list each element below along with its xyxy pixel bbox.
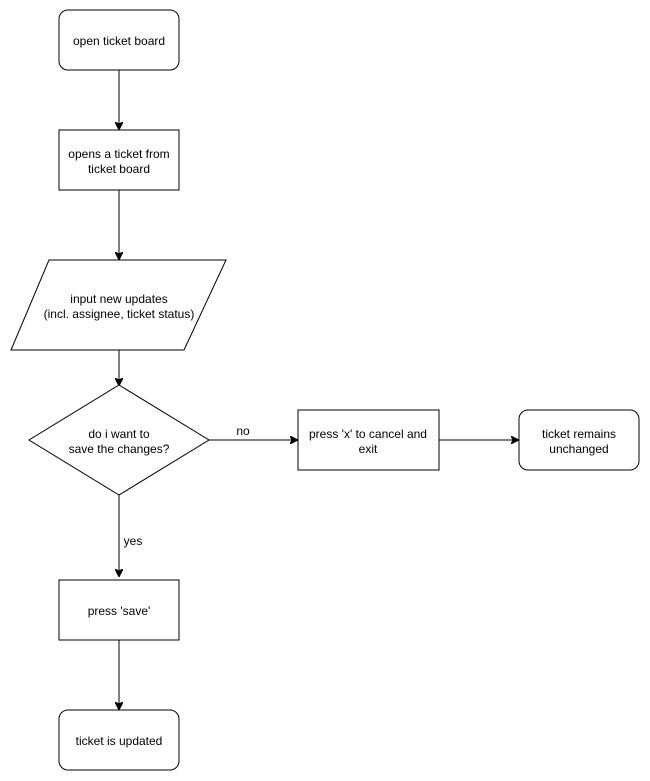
node-ticket-updated-label: ticket is updated xyxy=(76,734,163,748)
node-press-save-shape xyxy=(58,579,180,641)
node-press-save: press 'save' xyxy=(58,579,180,641)
node-ticket-unchanged-label-line2: unchanged xyxy=(549,442,608,456)
node-press-save-label: press 'save' xyxy=(88,604,151,618)
node-input-updates-label-line2: (incl. assignee, ticket status) xyxy=(44,307,195,321)
node-open-ticket-label-line2: ticket board xyxy=(88,162,150,176)
node-ticket-updated: ticket is updated xyxy=(58,709,180,771)
node-press-x-label-line2: exit xyxy=(359,442,378,456)
node-decision-save-shape xyxy=(28,384,210,496)
node-input-updates-label-line1: input new updates xyxy=(70,292,167,306)
node-open-ticket: opens a ticket from ticket board xyxy=(58,129,180,191)
node-decision-save-label-line2: save the changes? xyxy=(69,442,170,456)
node-open-ticket-board-shape xyxy=(58,9,180,71)
node-press-x-label-line1: press 'x' to cancel and xyxy=(309,427,427,441)
node-press-x-shape xyxy=(297,409,440,471)
node-decision-save-label-line1: do i want to xyxy=(88,427,150,441)
node-input-updates: input new updates (incl. assignee, ticke… xyxy=(10,259,227,351)
node-ticket-updated-shape xyxy=(58,709,180,771)
node-ticket-unchanged-shape xyxy=(518,409,640,471)
node-press-x: press 'x' to cancel and exit xyxy=(297,409,440,471)
node-input-updates-shape xyxy=(10,259,227,351)
edge-label-yes: yes xyxy=(124,534,143,548)
node-ticket-unchanged: ticket remains unchanged xyxy=(518,409,640,471)
edges: no yes xyxy=(119,70,518,709)
edge-label-no: no xyxy=(236,424,250,438)
node-ticket-unchanged-label-line1: ticket remains xyxy=(542,427,616,441)
node-open-ticket-board: open ticket board xyxy=(58,9,180,71)
node-open-ticket-board-label: open ticket board xyxy=(73,34,165,48)
node-open-ticket-shape xyxy=(58,129,180,191)
node-open-ticket-label-line1: opens a ticket from xyxy=(68,147,169,161)
node-decision-save: do i want to save the changes? xyxy=(28,384,210,496)
